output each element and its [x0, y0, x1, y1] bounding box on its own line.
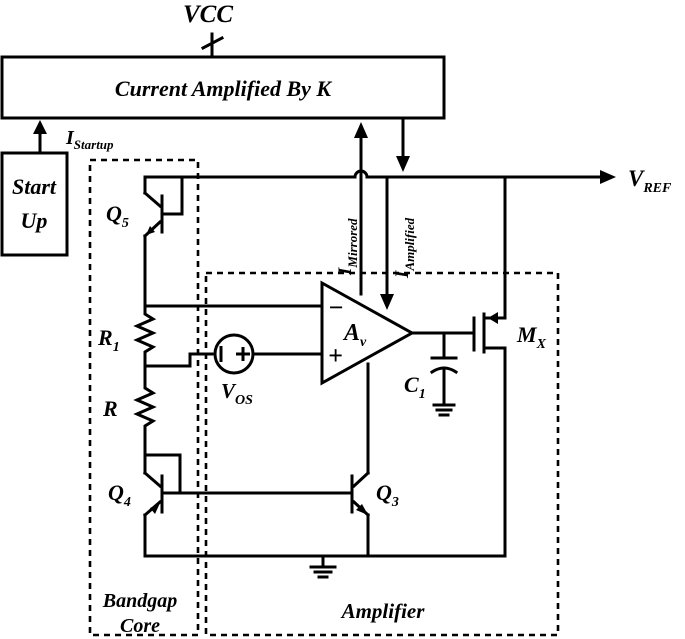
opamp-minus-sign: −	[328, 293, 344, 322]
vcc-label: VCC	[183, 1, 233, 28]
op-amp-av: − + Av	[320, 280, 416, 386]
current-amplifier-block: Current Amplified By K	[0, 55, 446, 120]
transistor-q5: Q5	[106, 175, 184, 249]
av-label: Av	[342, 320, 367, 350]
transistor-mx: MX	[472, 175, 547, 558]
vcc-supply: VCC	[183, 1, 233, 59]
resistor-r1: R1	[97, 304, 157, 368]
vref-label: VREF	[628, 166, 672, 196]
transistor-q4: Q4	[108, 446, 182, 558]
resistor-r: R	[102, 364, 157, 450]
transistor-q3: Q3	[350, 362, 399, 558]
opamp-plus-sign: +	[328, 341, 343, 370]
q5-label: Q5	[106, 201, 129, 231]
c1-label: C1	[404, 372, 426, 402]
ground-symbol	[309, 554, 337, 579]
vos-label: VOS	[221, 379, 253, 408]
vref-rail: VREF	[143, 166, 672, 196]
i-mirrored-label: IMirrored	[335, 218, 360, 276]
bandgap-label-line1: Bandgap	[102, 590, 177, 612]
mirrored-current-arrow: IMirrored	[335, 122, 368, 296]
amplified-current-arrow: IAmplified	[380, 175, 417, 310]
capacitor-c1: C1	[404, 331, 459, 417]
i-amplified-label: IAmplified	[392, 217, 417, 279]
amplifier-box	[204, 271, 560, 637]
i-startup-label: IStartup	[65, 127, 114, 152]
q3-label: Q3	[376, 480, 399, 510]
r-label: R	[102, 396, 118, 421]
voltage-source-vos: VOS	[213, 333, 255, 408]
startup-label-line2: Up	[21, 208, 48, 233]
q4-label: Q4	[108, 480, 131, 510]
r1-label: R1	[97, 325, 120, 355]
current-amplifier-label: Current Amplified By K	[115, 76, 332, 101]
startup-block: Start Up	[0, 151, 69, 257]
block-output-arrow	[396, 116, 410, 172]
bandgap-label-line2: Core	[120, 615, 160, 637]
amplifier-label: Amplifier	[340, 599, 426, 623]
startup-label-line1: Start	[12, 174, 57, 199]
mx-label: MX	[516, 322, 547, 352]
startup-current-arrow: IStartup	[33, 120, 114, 155]
bandgap-core-box	[88, 158, 200, 637]
